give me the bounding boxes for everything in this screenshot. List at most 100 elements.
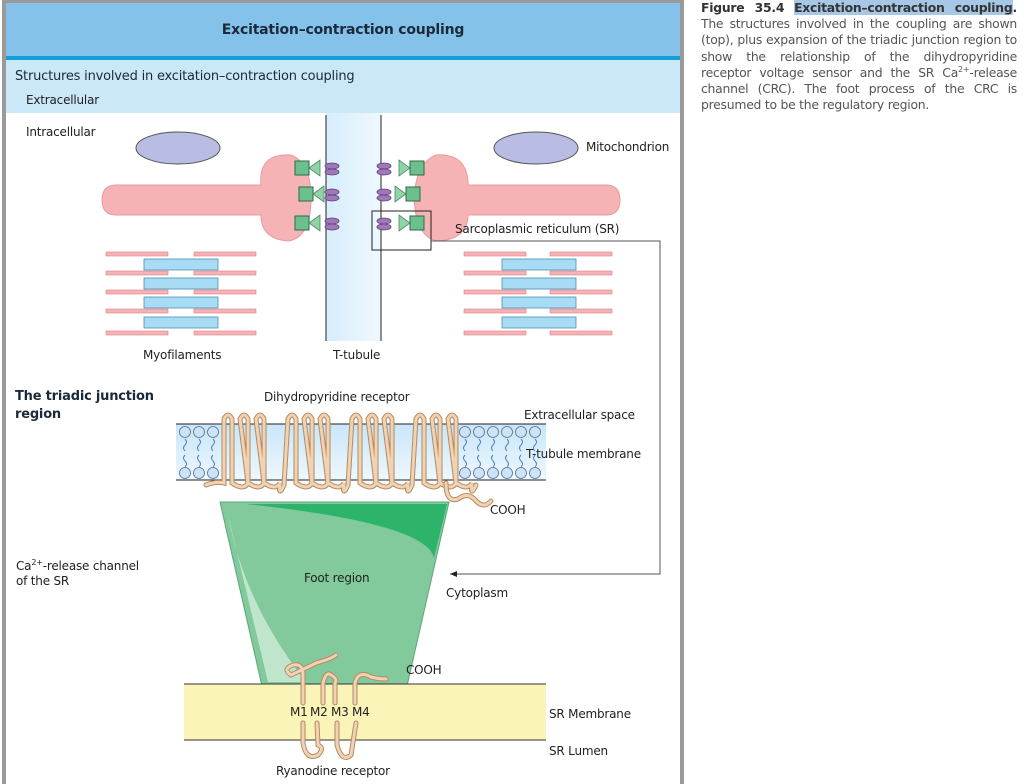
actin-filament — [549, 270, 613, 276]
foot-region-shape — [219, 501, 450, 687]
caption-text-2: -release channel (CRC). The foot process… — [701, 64, 1017, 113]
lipid-bilayer — [179, 426, 541, 479]
dhp-receptor-icon — [324, 217, 340, 225]
myosin-filament — [501, 277, 577, 290]
myosin-filament — [143, 277, 219, 290]
label-myofilaments: Myofilaments — [143, 348, 222, 362]
ryr-funnel-icon — [398, 214, 411, 232]
ryr-funnel-icon — [308, 159, 321, 177]
caption-text-1: The structures involved in the coupling … — [701, 16, 1017, 80]
junction-receptors — [294, 159, 425, 232]
actin-filament — [463, 330, 527, 336]
lipid-tail — [533, 454, 537, 468]
ryr-foot-square-icon — [405, 186, 421, 202]
lipid-head — [529, 426, 541, 438]
figure-title-period: . — [1012, 0, 1018, 15]
figure-number: Figure 35.4 — [701, 0, 785, 15]
sr-membrane-band — [184, 684, 546, 740]
actin-filament — [105, 289, 169, 295]
dhp-receptor-icon — [376, 217, 392, 225]
ca-text: Ca — [16, 559, 32, 573]
dhp-receptor-icon — [376, 162, 392, 170]
label-intracellular: Intracellular — [26, 125, 96, 139]
label-t-tubule-membrane: T-tubule membrane — [526, 447, 641, 461]
dhp-receptor-icon — [324, 194, 340, 202]
myofilaments-group — [105, 251, 613, 336]
label-cytoplasm: Cytoplasm — [446, 586, 508, 600]
label-t-tubule: T-tubule — [333, 348, 381, 362]
lipid-head — [193, 426, 205, 438]
label-m2: M2 — [310, 705, 328, 719]
ryr-foot-square-icon — [294, 215, 310, 231]
lipid-head — [501, 426, 513, 438]
myosin-filament — [143, 296, 219, 309]
label-ca-release-channel-line2: of the SR — [16, 574, 70, 588]
lipid-head — [515, 426, 527, 438]
lipid-tail — [477, 454, 481, 468]
dhp-receptor-icon — [376, 223, 392, 231]
sarcoplasmic-reticulum-left — [101, 154, 312, 242]
label-sr-membrane: SR Membrane — [549, 707, 631, 721]
actin-filament — [105, 308, 169, 314]
mitochondrion-right — [493, 131, 579, 165]
figure-caption: Figure 35.4 Excitation–contraction coupl… — [701, 0, 1017, 113]
dhp-receptor-icon — [324, 223, 340, 231]
lipid-head — [207, 426, 219, 438]
lipid-tail — [211, 438, 215, 452]
myosin-filament — [143, 316, 219, 329]
triad-zoom-box — [371, 210, 432, 251]
lipid-head — [459, 467, 471, 479]
lipid-tail — [477, 438, 481, 452]
lipid-head — [501, 467, 513, 479]
dhp-receptor-icon — [324, 168, 340, 176]
actin-filament — [193, 270, 257, 276]
lipid-head — [207, 467, 219, 479]
label-ryanodine-receptor: Ryanodine receptor — [276, 764, 390, 778]
actin-filament — [105, 270, 169, 276]
lipid-tail — [519, 438, 523, 452]
panel-header-rule — [6, 56, 680, 60]
lipid-head — [487, 467, 499, 479]
actin-filament — [463, 308, 527, 314]
lipid-head — [193, 467, 205, 479]
panel-title: Excitation–contraction coupling — [221, 22, 465, 38]
ca-charge: 2+ — [31, 558, 43, 567]
lipid-tail — [183, 454, 187, 468]
lipid-tail — [211, 454, 215, 468]
lipid-tail — [183, 438, 187, 452]
actin-filament — [193, 330, 257, 336]
myosin-filament — [143, 258, 219, 271]
section-heading-structures: Structures involved in excitation–contra… — [15, 69, 355, 84]
connector-arrowhead — [450, 571, 457, 577]
actin-filament — [549, 251, 613, 257]
actin-filament — [193, 251, 257, 257]
actin-filament — [463, 251, 527, 257]
lipid-tail — [505, 438, 509, 452]
ryr-funnel-icon — [312, 185, 325, 203]
actin-filament — [193, 289, 257, 295]
lipid-tail — [197, 454, 201, 468]
section-heading-triadic-line2: region — [15, 407, 61, 422]
label-sr-lumen: SR Lumen — [549, 744, 608, 758]
label-foot-region: Foot region — [304, 571, 370, 585]
actin-filament — [549, 330, 613, 336]
figure-panel: Excitation–contraction coupling — [2, 0, 684, 784]
label-extracellular: Extracellular — [26, 93, 99, 107]
label-cooh-dhpr: COOH — [490, 503, 526, 517]
label-m1: M1 — [290, 705, 308, 719]
lipid-tail — [491, 438, 495, 452]
lipid-head — [515, 467, 527, 479]
dhp-receptor-icon — [324, 162, 340, 170]
label-dihydropyridine-receptor: Dihydropyridine receptor — [264, 390, 410, 404]
ryr-foot-square-icon — [294, 160, 310, 176]
dhp-receptor-icon — [376, 188, 392, 196]
actin-filament — [463, 270, 527, 276]
lipid-tail — [463, 454, 467, 468]
mitochondrion-left — [135, 131, 221, 165]
lipid-head — [459, 426, 471, 438]
figure-title-highlighted[interactable]: Excitation–contraction coupling — [794, 0, 1013, 15]
ryr-foot-square-icon — [409, 215, 425, 231]
lipid-tail — [519, 454, 523, 468]
dhp-receptor-icon — [324, 188, 340, 196]
ryr-funnel-icon — [398, 159, 411, 177]
